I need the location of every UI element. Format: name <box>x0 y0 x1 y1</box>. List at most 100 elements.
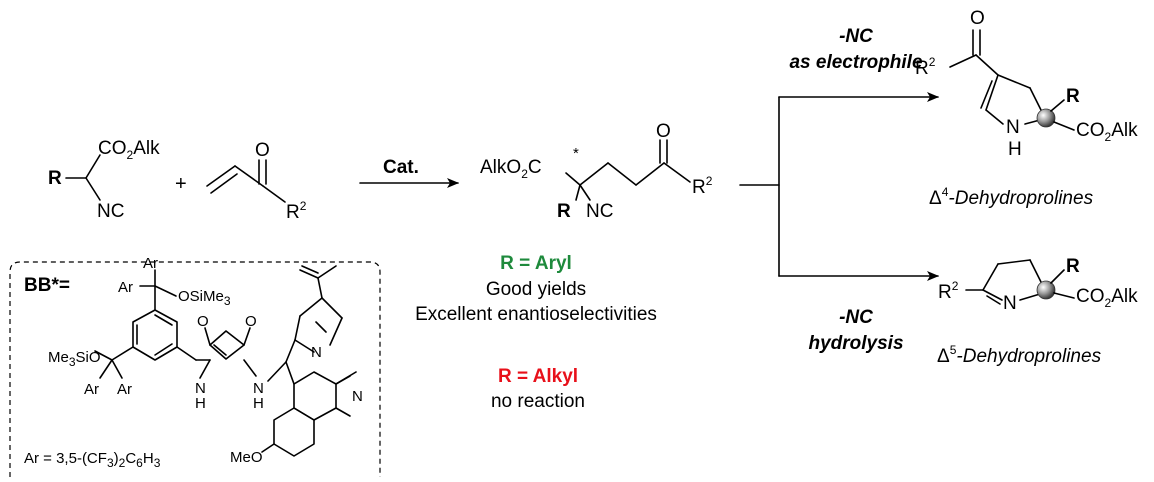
aryl-label: R = Aryl <box>500 253 572 274</box>
ester-label: CO2Alk <box>98 138 160 162</box>
delta5-dehydroproline: R2 N R CO2Alk Δ5-Dehydroprolines <box>937 256 1138 367</box>
bond <box>635 162 665 186</box>
product-r-label: R <box>557 201 571 222</box>
osime3-label: OSiMe3 <box>178 288 231 308</box>
d5-r-label: R <box>1066 256 1080 277</box>
bond <box>262 185 286 203</box>
bond <box>285 361 295 385</box>
quinoline-n-label: N <box>352 388 363 405</box>
d4-r-label: R <box>1066 86 1080 107</box>
bond <box>997 259 1031 265</box>
delta4-dehydroproline: O R2 N H R CO2Alk Δ4-Dehydroprolines <box>915 8 1138 209</box>
squaramide-o-right: O <box>245 313 257 330</box>
r2-label: R2 <box>286 199 307 223</box>
ar-definition: Ar = 3,5-(CF3)2C6H3 <box>24 450 161 470</box>
michael-adduct: AlkO2C * R NC O R2 <box>480 121 713 222</box>
dashed-border <box>9 261 381 477</box>
bond <box>579 184 591 201</box>
plus-sign: + <box>175 173 187 195</box>
bond <box>317 265 337 279</box>
bond <box>199 359 211 379</box>
d5-r2-label: R2 <box>938 279 959 303</box>
product-o-label: O <box>656 121 671 142</box>
isocyano-ester: R CO2Alk NC <box>48 138 160 222</box>
bond <box>985 109 1004 125</box>
top-condition-line1: -NC <box>839 26 873 47</box>
bond <box>975 54 999 76</box>
methoxy-label: MeO <box>230 449 263 466</box>
bond <box>980 80 993 109</box>
bond <box>154 314 173 326</box>
d4-ester-label: CO2Alk <box>1076 120 1138 144</box>
bond <box>99 359 113 379</box>
bond <box>986 295 1001 305</box>
catalyst-title: BB*= <box>24 275 70 296</box>
top-condition-line2: as electrophile <box>789 52 922 73</box>
ar-label-top: Ar <box>143 255 158 272</box>
d5-ester-label: CO2Alk <box>1076 286 1138 310</box>
bond <box>299 297 323 317</box>
bond <box>154 285 177 297</box>
quinoline-ring-a <box>293 371 337 421</box>
isocyanide-label: NC <box>97 201 124 222</box>
bond <box>565 172 581 186</box>
bond <box>1053 121 1075 131</box>
bond <box>575 184 581 201</box>
bond <box>1050 269 1065 284</box>
bond <box>154 343 173 356</box>
bond <box>982 289 1003 301</box>
bond <box>210 173 238 194</box>
nh-h-label-2: H <box>253 395 264 412</box>
aryl-result-ee: Excellent enantioselectivities <box>415 304 657 325</box>
d4-o-label: O <box>970 8 985 29</box>
bond <box>294 315 301 341</box>
ar-label-bottom-right: Ar <box>117 381 132 398</box>
product-nc-label: NC <box>586 201 613 222</box>
chiral-center-sphere <box>1036 280 1056 300</box>
ester-label: AlkO2C <box>480 157 542 181</box>
benzene-ring <box>132 309 178 361</box>
bond <box>1019 293 1041 301</box>
bond <box>317 277 323 299</box>
d4-n-label: N <box>1006 117 1020 138</box>
catalyst-label: Cat. <box>383 157 419 178</box>
bond <box>335 375 351 385</box>
bond <box>294 339 315 353</box>
bond <box>85 177 101 201</box>
alkyl-result: no reaction <box>491 391 585 412</box>
me3sio-label: Me3SiO <box>48 349 101 369</box>
bond <box>607 162 637 186</box>
bond <box>243 327 251 346</box>
bond <box>176 346 197 361</box>
bond <box>261 443 275 453</box>
alkyl-label: R = Alkyl <box>498 366 578 387</box>
bond <box>1050 99 1065 112</box>
ar-label-bottom-left: Ar <box>84 381 99 398</box>
substrate-scope: R = Aryl Good yields Excellent enantiose… <box>415 253 657 412</box>
bond <box>285 339 296 363</box>
product-r2-label: R2 <box>692 174 713 198</box>
branch-arrows: -NC as electrophile -NC hydrolysis <box>739 26 939 354</box>
quinoline-ring-b <box>273 407 315 457</box>
squaramide-o-left: O <box>197 313 209 330</box>
bond <box>321 297 343 319</box>
quinuclidine-n-label: N <box>311 344 322 361</box>
bottom-condition-line1: -NC <box>839 307 873 328</box>
r-group-label: R <box>48 168 62 189</box>
bond <box>315 321 327 333</box>
d4-r2-label: R2 <box>915 55 936 79</box>
bond <box>204 327 211 346</box>
bond <box>85 154 101 179</box>
stereocenter-star: * <box>573 145 579 162</box>
bond <box>985 74 999 111</box>
d4-h-label: H <box>1008 139 1022 160</box>
bond <box>579 162 609 186</box>
bond <box>982 263 999 291</box>
ar-label-left: Ar <box>118 279 133 296</box>
d5-compound-name: Δ5-Dehydroprolines <box>937 343 1102 367</box>
vinyl-ketone: O R2 <box>206 140 307 223</box>
carbonyl-o-label: O <box>255 140 270 161</box>
bond <box>335 407 351 417</box>
bond <box>329 317 343 346</box>
